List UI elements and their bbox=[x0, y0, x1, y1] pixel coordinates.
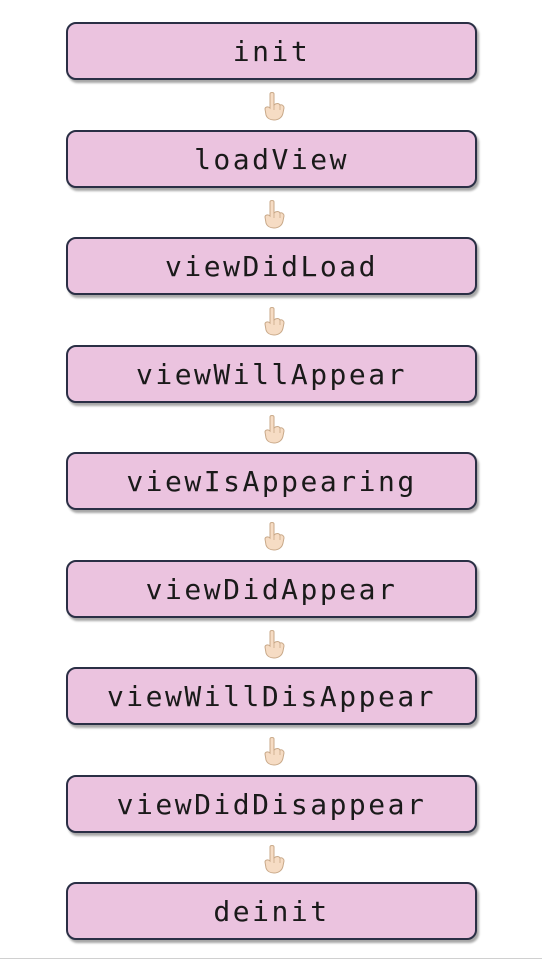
step-label: viewWillAppear bbox=[135, 357, 407, 391]
step-label: init bbox=[232, 34, 311, 68]
pointing-down-hand-icon bbox=[264, 522, 285, 551]
step-viewisappearing: viewIsAppearing bbox=[66, 452, 477, 510]
pointing-down-hand-icon bbox=[264, 92, 285, 121]
step-label: deinit bbox=[213, 894, 330, 928]
step-viewdidappear: viewDidAppear bbox=[66, 560, 477, 618]
step-deinit: deinit bbox=[66, 882, 477, 940]
step-label: loadView bbox=[194, 142, 349, 176]
step-viewdiddisappear: viewDidDisappear bbox=[66, 775, 477, 833]
step-viewdidload: viewDidLoad bbox=[66, 237, 477, 295]
step-label: viewIsAppearing bbox=[126, 464, 417, 498]
step-loadview: loadView bbox=[66, 130, 477, 188]
step-label: viewWillDisAppear bbox=[106, 679, 437, 713]
step-init: init bbox=[66, 22, 477, 80]
step-viewwilldisappear: viewWillDisAppear bbox=[66, 667, 477, 725]
pointing-down-hand-icon bbox=[264, 737, 285, 766]
pointing-down-hand-icon bbox=[264, 630, 285, 659]
step-label: viewDidDisappear bbox=[116, 787, 427, 821]
step-label: viewDidLoad bbox=[165, 249, 378, 283]
bottom-divider bbox=[0, 958, 542, 959]
pointing-down-hand-icon bbox=[264, 200, 285, 229]
step-label: viewDidAppear bbox=[145, 572, 398, 606]
pointing-down-hand-icon bbox=[264, 415, 285, 444]
pointing-down-hand-icon bbox=[264, 307, 285, 336]
pointing-down-hand-icon bbox=[264, 845, 285, 874]
step-viewwillappear: viewWillAppear bbox=[66, 345, 477, 403]
